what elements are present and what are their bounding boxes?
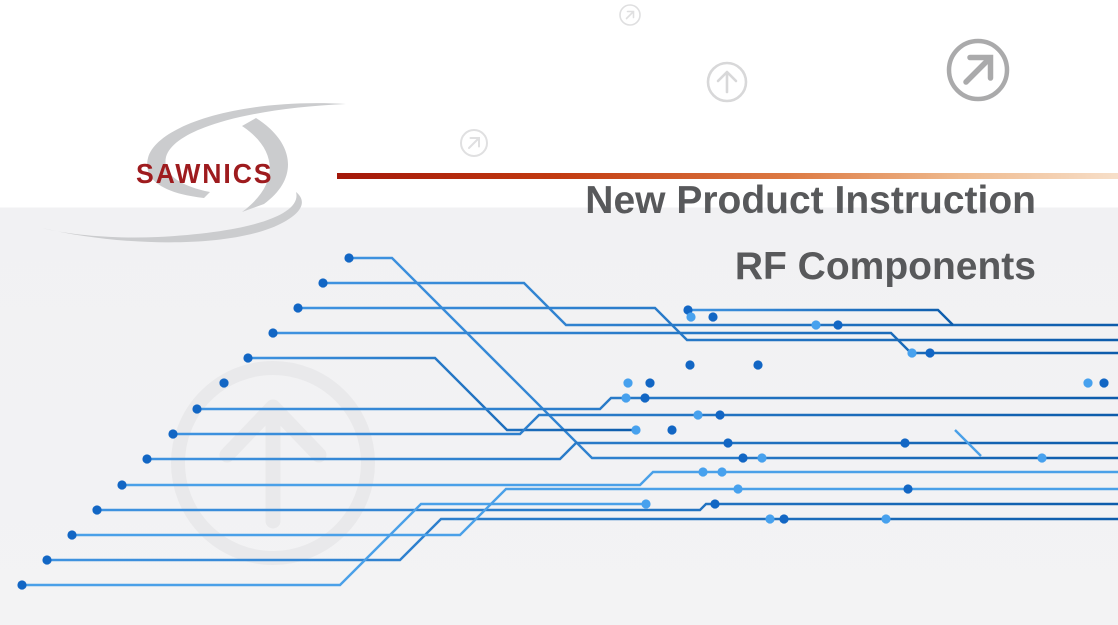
brand-name: SAWNICS (136, 158, 274, 189)
circuit-traces-light (22, 429, 1118, 587)
arrow-up-right-circle-icon (619, 4, 641, 26)
circuit-traces-main (47, 256, 1118, 562)
brand-swoosh-graphic (42, 103, 346, 243)
slide-title: New Product Instruction RF Components (585, 168, 1036, 300)
circuit-dots-light (621, 312, 1093, 524)
slide-title-line1: New Product Instruction (585, 179, 1036, 222)
arrow-up-circle-icon (706, 61, 748, 103)
arrow-up-right-circle-icon (946, 38, 1010, 102)
accent-divider-line (337, 173, 1118, 179)
arrow-up-circle-watermark-icon (171, 361, 375, 565)
arrow-up-right-circle-icon (460, 129, 488, 157)
slide-title-line2: RF Components (734, 245, 1036, 288)
circuit-dots-dark (17, 253, 1109, 590)
